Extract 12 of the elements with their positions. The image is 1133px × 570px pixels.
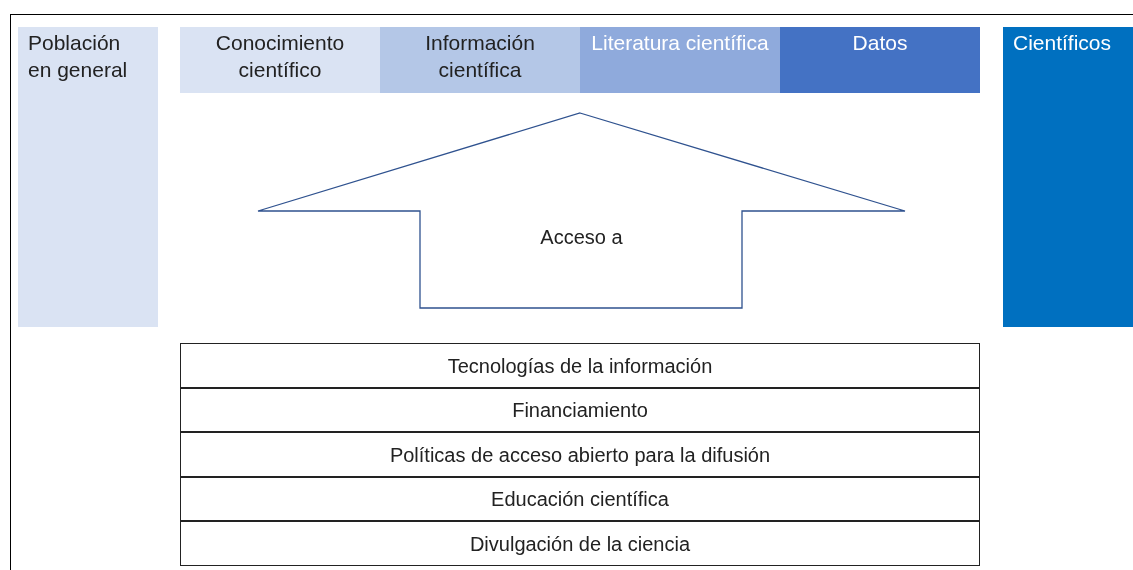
audience-panel: Población en general bbox=[18, 27, 158, 327]
category-band: Información científica bbox=[380, 27, 580, 93]
factor-row: Educación científica bbox=[180, 477, 980, 521]
factor-row: Financiamiento bbox=[180, 388, 980, 432]
factor-row: Divulgación de la ciencia bbox=[180, 521, 980, 566]
category-band: Conocimiento científico bbox=[180, 27, 380, 93]
category-band: Literatura científica bbox=[580, 27, 780, 93]
category-band: Datos bbox=[780, 27, 980, 93]
arrow-label: Acceso a bbox=[540, 225, 623, 250]
audience-panel: Científicos bbox=[1003, 27, 1133, 327]
factor-row: Políticas de acceso abierto para la difusión bbox=[180, 432, 980, 477]
factor-row: Tecnologías de la información bbox=[180, 343, 980, 388]
